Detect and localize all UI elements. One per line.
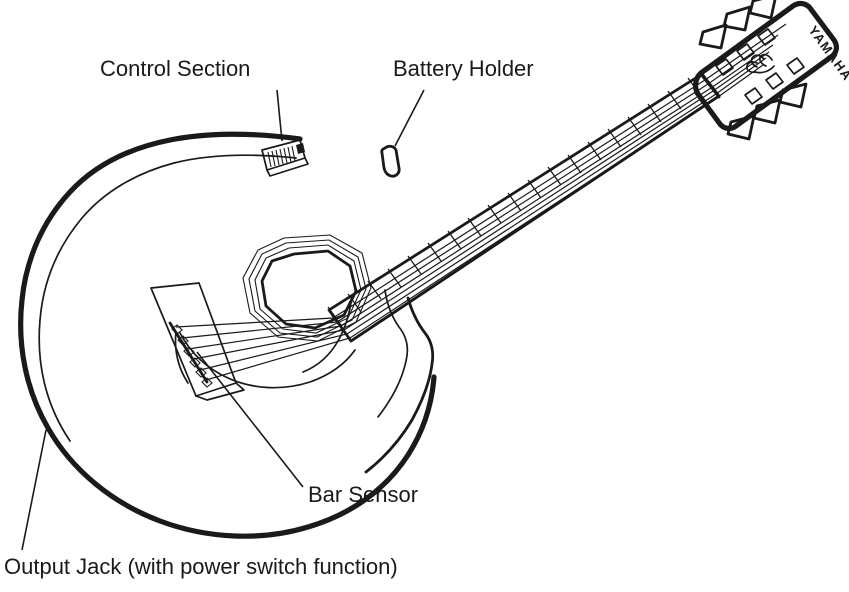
bridge-pin (201, 377, 213, 388)
tuning-pegs (698, 0, 808, 141)
control-section-panel (261, 139, 309, 177)
bridge-pin (183, 346, 195, 357)
strings (175, 79, 719, 381)
tuning-posts (715, 28, 805, 105)
guitar-body (18, 131, 437, 539)
tuning-peg (752, 98, 782, 125)
control-sliders (267, 145, 296, 168)
callout-label-bar-sensor: Bar Sensor (308, 482, 419, 507)
nut (698, 71, 721, 99)
leader-output-jack (21, 429, 47, 551)
tuning-fork-logo (746, 53, 775, 74)
tuning-peg (748, 0, 777, 20)
soundhole-ring-inner (254, 244, 362, 334)
bridge-pin (177, 335, 189, 346)
bridge-pin (189, 357, 201, 368)
callout-label-control-section: Control Section (100, 56, 251, 81)
body-cutaway (364, 296, 435, 474)
neck (175, 72, 721, 381)
pickguard (174, 331, 356, 389)
tuning-peg (726, 114, 756, 141)
body-outline (18, 131, 437, 539)
bridge-pins (171, 324, 213, 388)
control-knob (296, 143, 305, 154)
leader-control-section (276, 89, 283, 142)
bridge-pin (171, 324, 183, 335)
bridge (150, 282, 245, 401)
battery-holder-body (380, 144, 401, 178)
bridge-pin (195, 367, 207, 378)
tuning-peg (778, 82, 808, 109)
callout-label-output-jack: Output Jack (with power switch function) (4, 554, 398, 579)
tuning-peg (722, 5, 752, 32)
battery-holder-panel (380, 144, 401, 178)
leader-bar-sensor (196, 351, 304, 488)
soundhole-opening (260, 249, 358, 330)
leader-lines (21, 89, 425, 551)
body-side-inner-edge (38, 154, 297, 442)
pickguard-lower-edge (174, 331, 189, 384)
pickguard-outline (179, 332, 356, 389)
callout-label-battery-holder: Battery Holder (393, 56, 534, 81)
bridge-plate-side (195, 382, 245, 401)
cutaway-inner-edge (377, 289, 409, 418)
tuning-peg (698, 23, 728, 50)
control-panel-side (266, 157, 309, 177)
soundhole-ring-mid (248, 239, 367, 338)
headstock: YAMAHA (693, 0, 849, 141)
headstock-outline (693, 0, 839, 132)
leader-battery-holder (394, 89, 425, 147)
bridge-plate (150, 282, 237, 397)
